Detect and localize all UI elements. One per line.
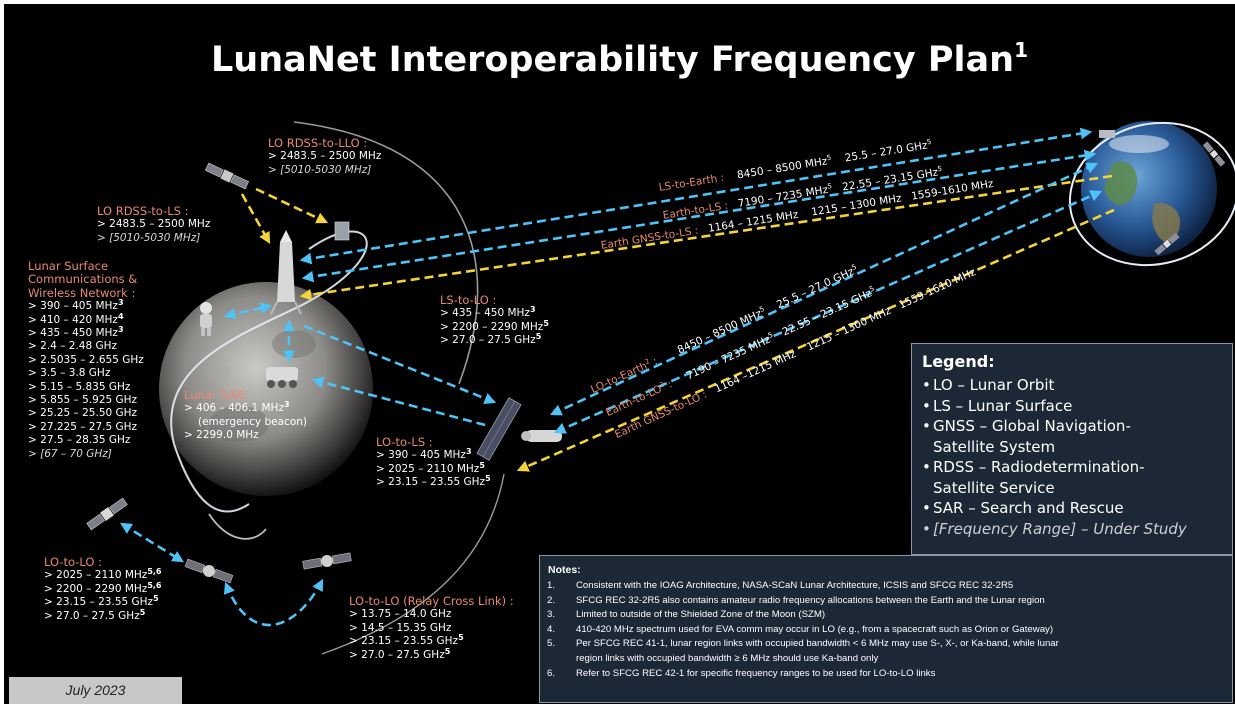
block-title: LO RDSS-to-LLO : (268, 136, 368, 150)
freq-item: > 27.5 – 28.35 GHz (28, 434, 131, 447)
legend-item: Satellite Service (933, 478, 1055, 497)
moon-image (159, 282, 373, 496)
note-item: 1.Consistent with the IOAG Architecture,… (547, 580, 1014, 591)
lo-rdss-to-ls-block: LO RDSS-to-LS : > 2483.5 – 2500 MHz > [5… (97, 204, 211, 245)
note-item: 6.Refer to SFCG REC 42-1 for specific fr… (547, 667, 936, 679)
satellite-icon (204, 162, 250, 190)
orbit-arc (321, 473, 505, 655)
diagram-artwork (86, 121, 1235, 655)
freq-item: > 2299.0 MHz (184, 429, 259, 442)
title-footnote: 1 (1014, 38, 1028, 62)
page-title: LunaNet Interoperability Frequency Plan1 (4, 38, 1235, 80)
lunar-surface-block: Lunar Surface Communications & Wireless … (28, 259, 144, 461)
freq-item: > 2483.5 – 2500 MHz (268, 150, 382, 163)
satellite-icon (86, 497, 128, 531)
satellite-icon (302, 552, 352, 570)
legend-panel: Legend: LO – Lunar Orbit LS – Lunar Surf… (911, 343, 1233, 555)
note-item: 4.410-420 MHz spectrum used for EVA comm… (547, 623, 1054, 635)
freq-item: > 406 – 406.1 MHz3 (184, 400, 290, 415)
notes-title: Notes: (548, 564, 581, 576)
freq-item: > 390 – 405 MHz3 (28, 298, 124, 313)
block-title: Communications & (28, 272, 138, 287)
freq-item: > 2.5035 – 2.655 GHz (28, 353, 144, 366)
note-item: 3.Limited to outside of the Shielded Zon… (547, 609, 826, 621)
note-item: 5.Per SFCG REC 41-1, lunar region links … (547, 638, 1059, 664)
lo-rdss-to-llo-block: LO RDSS-to-LLO : > 2483.5 – 2500 MHz > [… (268, 136, 382, 177)
satellite-icon (1154, 232, 1180, 256)
satellite-icon (1202, 141, 1226, 167)
freq-item: > [67 – 70 GHz] (28, 447, 112, 460)
freq-item: > 2025 – 2110 MHz5 (376, 460, 485, 475)
legend-item: GNSS – Global Navigation- (922, 416, 1232, 437)
freq-item: > 13.75 – 14.0 GHz (349, 608, 452, 621)
lunar-sar-block: Lunar SAR: > 406 – 406.1 MHz3 (emergency… (184, 388, 307, 443)
satellite-icon (1099, 130, 1115, 138)
legend-item: LS – Lunar Surface (922, 396, 1232, 417)
freq-item: > 2200 – 2290 MHz5 (440, 318, 549, 333)
legend-item: LO – Lunar Orbit (922, 375, 1232, 396)
block-title: Lunar SAR: (184, 388, 248, 402)
freq-item: > 23.15 – 23.55 GHz5 (376, 474, 491, 489)
freq-item: > 2025 – 2110 MHz5,6 (44, 567, 162, 582)
lander-icon (270, 230, 302, 315)
slide: LunaNet Interoperability Frequency Plan1… (4, 4, 1235, 704)
freq-item: > 27.225 – 27.5 GHz (28, 420, 138, 433)
legend-item: SAR – Search and Rescue (922, 498, 1232, 519)
lo-to-lo-block: LO-to-LO : > 2025 – 2110 MHz5,6 > 2200 –… (44, 555, 162, 623)
astronaut-icon (200, 302, 212, 336)
freq-item: > 3.5 – 3.8 GHz (28, 367, 111, 380)
freq-item: > 23.15 – 23.55 GHz5 (44, 594, 159, 609)
freq-item: > 27.0 – 27.5 GHz5 (44, 607, 146, 622)
freq-item: > 2200 – 2290 MHz5,6 (44, 580, 162, 595)
satellite-icon (184, 558, 234, 584)
legend-item: RDSS – Radiodetermination- (922, 457, 1232, 478)
block-title: Wireless Network : (28, 285, 136, 300)
rover-icon (266, 367, 298, 388)
note-item: 2.SFCG REC 32-2R5 also contains amateur … (547, 594, 1045, 606)
legend-title: Legend: (922, 352, 995, 371)
freq-item: > 27.0 – 27.5 GHz5 (440, 332, 542, 347)
legend-item: Satellite System (933, 437, 1056, 456)
title-text: LunaNet Interoperability Frequency Plan (210, 40, 1015, 80)
freq-item: > 2.4 – 2.48 GHz (28, 340, 118, 353)
block-title: LO-to-LS : (376, 435, 433, 449)
block-title: LO-to-LO : (44, 555, 103, 569)
freq-note: (emergency beacon) (198, 415, 307, 428)
earth-image (1081, 121, 1217, 257)
lo-to-ls-block: LO-to-LS : > 390 – 405 MHz3 > 2025 – 211… (376, 435, 491, 490)
block-title: LO RDSS-to-LS : (97, 204, 189, 218)
ls-to-lo-block: LS-to-LO : > 435 – 450 MHz3 > 2200 – 229… (440, 293, 549, 348)
freq-item: > [5010-5030 MHz] (268, 163, 372, 176)
freq-item: > 23.15 – 23.55 GHz5 (349, 633, 464, 648)
block-title: LO-to-LO (Relay Cross Link) : (349, 594, 514, 608)
block-title: Lunar Surface (28, 259, 109, 273)
freq-item: > [5010-5030 MHz] (97, 231, 201, 244)
freq-item: > 25.25 – 25.50 GHz (28, 407, 138, 420)
freq-item: > 2483.5 – 2500 MHz (97, 218, 211, 231)
satellite-icon (334, 221, 350, 241)
freq-item: > 5.855 – 5.925 GHz (28, 394, 138, 407)
notes-panel: Notes: 1.Consistent with the IOAG Archit… (539, 555, 1233, 703)
freq-item: > 27.0 – 27.5 GHz5 (349, 646, 451, 661)
gateway-station-icon (476, 397, 522, 461)
freq-item: > 14.5 – 15.35 GHz (349, 621, 452, 634)
freq-item: > 435 – 450 MHz3 (440, 305, 536, 320)
freq-item: > 5.15 – 5.835 GHz (28, 380, 131, 393)
freq-item: > 410 – 420 MHz4 (28, 311, 124, 326)
lo-to-lo-relay-block: LO-to-LO (Relay Cross Link) : > 13.75 – … (349, 594, 514, 662)
block-title: LS-to-LO : (440, 293, 497, 307)
freq-item: > 390 – 405 MHz3 (376, 447, 472, 462)
legend-item: [Frequency Range] – Under Study (922, 519, 1232, 540)
date-label: July 2023 (9, 677, 182, 704)
freq-item: > 435 – 450 MHz3 (28, 325, 124, 340)
